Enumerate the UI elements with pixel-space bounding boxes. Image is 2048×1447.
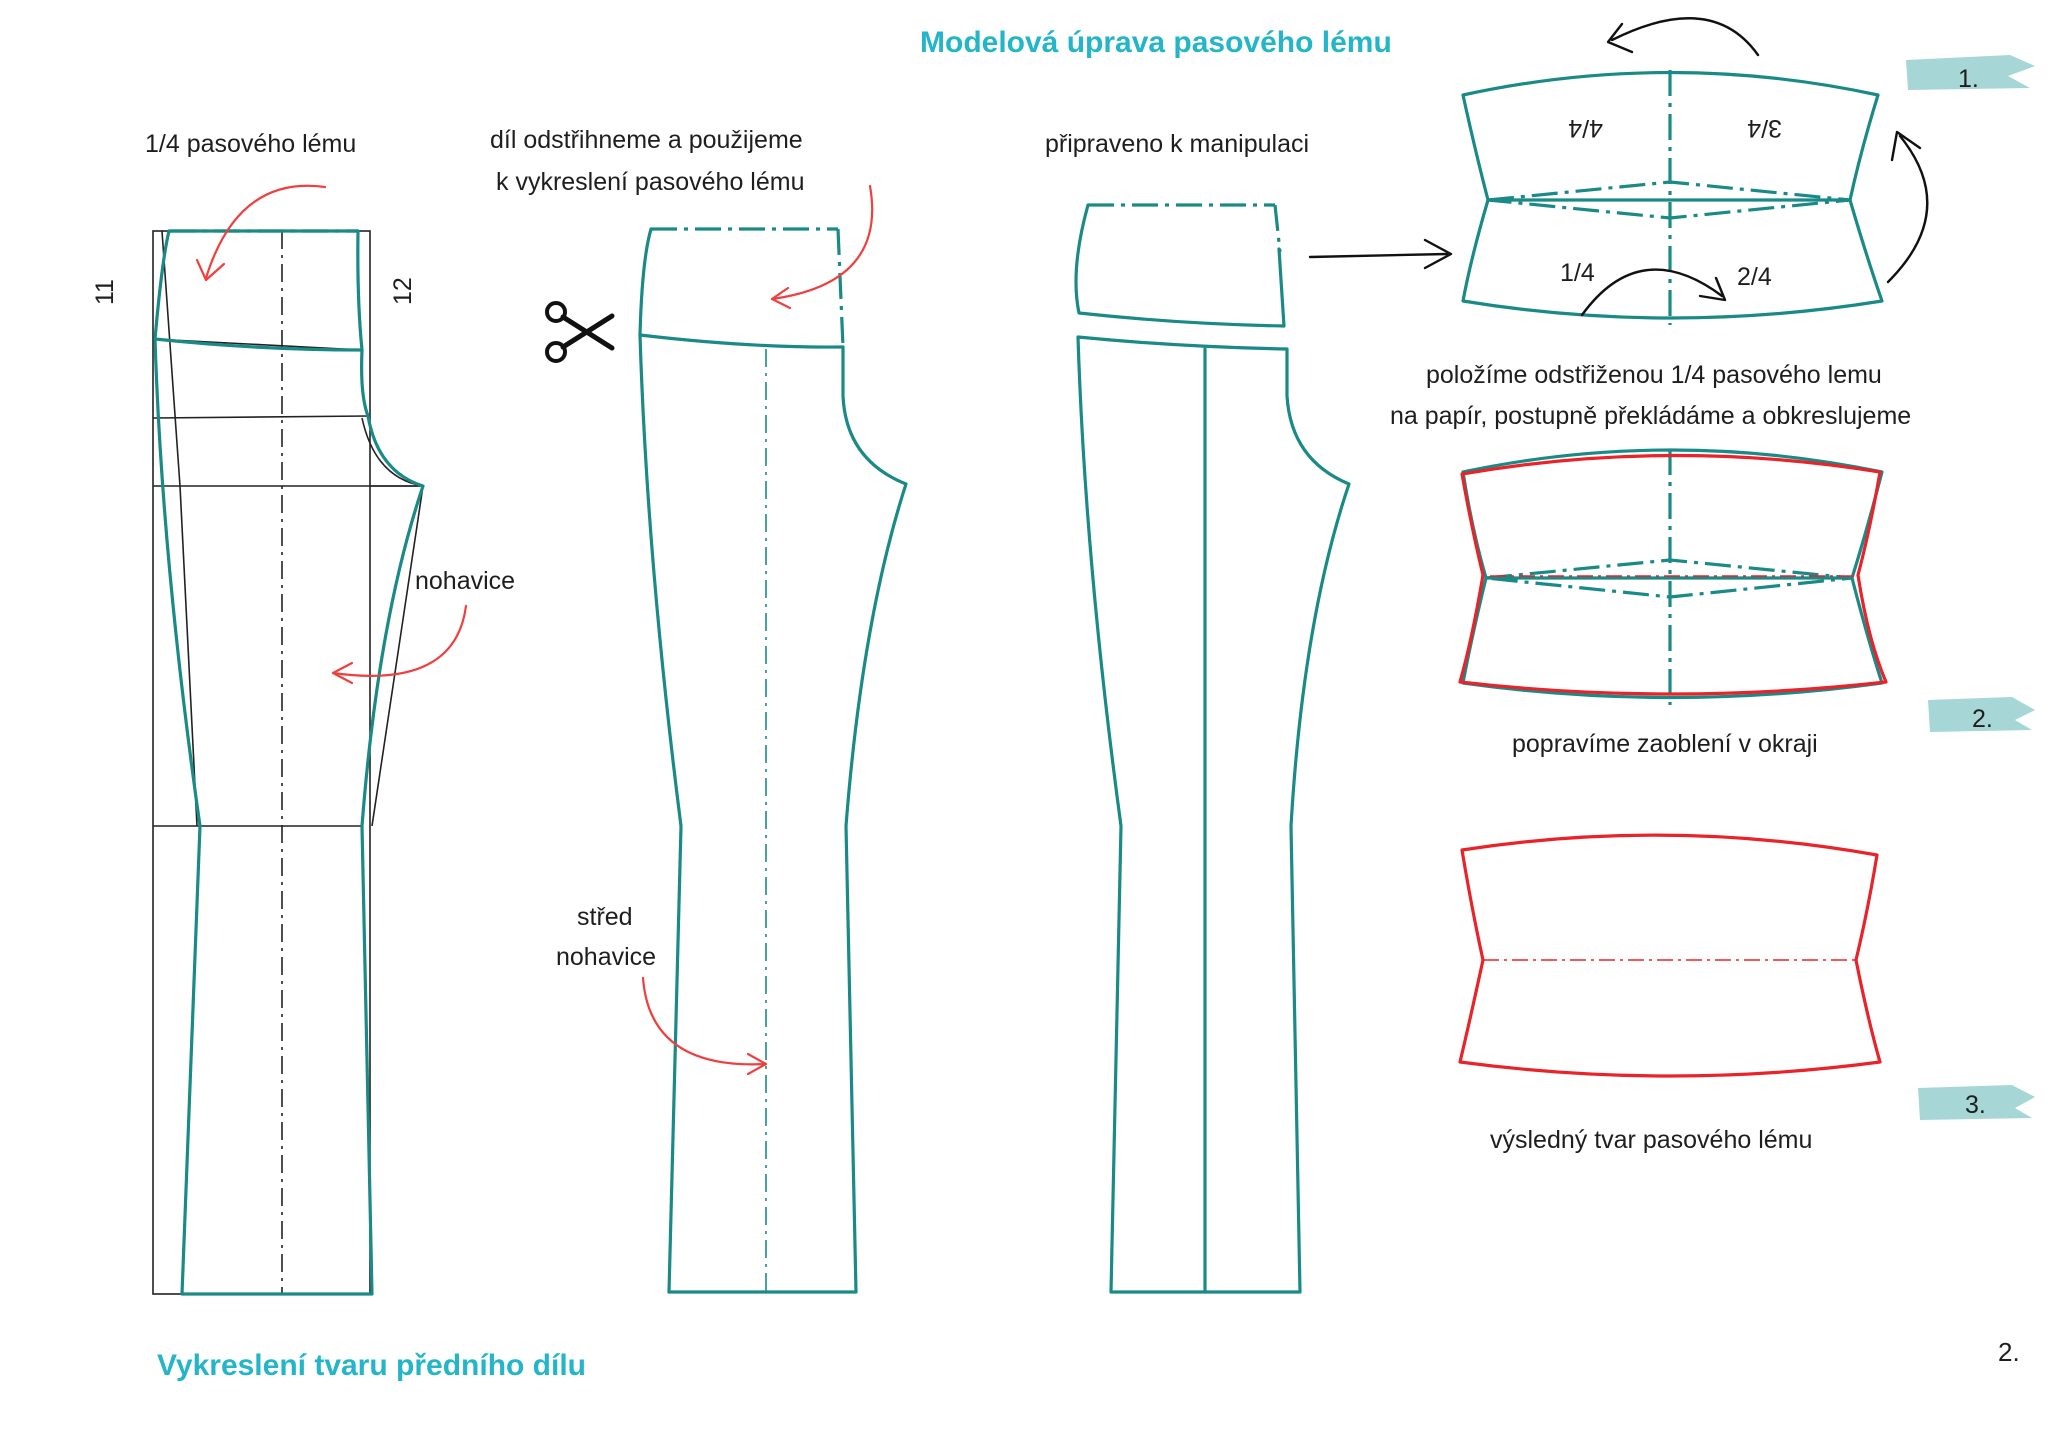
leg-label: nohavice xyxy=(415,567,515,595)
manipulation-arrow xyxy=(1308,252,1449,259)
step1-number: 1. xyxy=(1958,65,1979,93)
front-piece-cut: díl odstřihneme a použijeme k vykreslení… xyxy=(490,126,908,1294)
cut-side-seam xyxy=(638,227,683,1294)
step1-quarter-1: 1/4 xyxy=(1560,259,1595,287)
step1-lower-half xyxy=(1461,198,1884,320)
manipulation-arrowhead xyxy=(1423,238,1453,270)
prepared-waistband-piece xyxy=(1074,203,1286,328)
cut-pointer-arrowhead xyxy=(770,286,792,310)
final-waistband-outline xyxy=(1458,833,1882,1078)
step1-caption-line2: na papír, postupně překládáme a obkreslu… xyxy=(1390,402,1911,430)
step1-badge xyxy=(1906,55,2035,90)
step1-quarter-2: 2/4 xyxy=(1737,263,1772,291)
top-title: Modelová úprava pasového lému xyxy=(920,26,1392,59)
step2-caption: popravíme zaoblení v okraji xyxy=(1512,730,1818,758)
bottom-title: Vykreslení tvaru předního dílu xyxy=(157,1349,586,1382)
draft-waistband-seam xyxy=(153,337,364,352)
step2-corrected-outline xyxy=(1458,453,1888,696)
center-pointer-arrowhead xyxy=(746,1052,768,1076)
prepared-leg-piece xyxy=(1076,335,1351,1294)
measure-left-label: 11 xyxy=(91,279,119,305)
step2-number: 2. xyxy=(1972,705,1993,733)
page-number: 2. xyxy=(1998,1337,2020,1367)
draft-outline xyxy=(153,229,425,1296)
cut-crotch-inseam xyxy=(667,345,908,1294)
step2-badge xyxy=(1928,697,2035,732)
fold-arrow-top-head xyxy=(1606,22,1634,54)
step3-badge xyxy=(1918,1085,2035,1120)
cut-pointer-arrow xyxy=(770,184,874,301)
front-piece-draft: 1/4 pasového lému 11 12 nohavice xyxy=(91,130,515,1296)
step-1-diagram: 1/4 2/4 3/4 4/4 1. položíme odstřiženou … xyxy=(1390,17,2035,430)
scissors-icon xyxy=(545,301,615,363)
fold-arrow-right xyxy=(1886,134,1929,284)
measure-right-label: 12 xyxy=(389,277,417,305)
leg-pointer-arrow xyxy=(331,604,468,677)
step-2-diagram: 2. popravíme zaoblení v okraji xyxy=(1458,448,2035,758)
leg-pointer-arrowhead xyxy=(331,661,354,685)
step3-number: 3. xyxy=(1965,1091,1986,1119)
step2-fold-lines xyxy=(1485,558,1853,599)
waistband-pointer-arrow xyxy=(204,184,327,280)
center-pointer-arrow xyxy=(641,976,768,1066)
step-3-diagram: 3. výsledný tvar pasového lému xyxy=(1458,833,2035,1154)
waistband-pointer-arrowhead xyxy=(195,258,226,282)
hip-line xyxy=(152,415,369,419)
side-guide-line xyxy=(161,230,198,827)
cut-waistband-seam xyxy=(638,333,845,349)
fold-arrow-right-head xyxy=(1890,130,1922,162)
cut-waistband-edge xyxy=(836,228,845,348)
front-piece-prepared: připraveno k manipulaci xyxy=(1045,130,1453,1294)
inseam-guide-line xyxy=(370,485,424,827)
draft-frame xyxy=(152,230,371,1295)
cut-label-line2: k vykreslení pasového lému xyxy=(496,168,804,196)
step1-caption-line1: položíme odstřiženou 1/4 pasového lemu xyxy=(1426,361,1882,389)
prepared-waistband-side xyxy=(1273,204,1282,253)
step1-upper-half xyxy=(1461,70,1880,202)
step1-quarter-4: 4/4 xyxy=(1568,114,1603,142)
step1-quarter-3: 3/4 xyxy=(1747,114,1782,142)
center-label-line1: střed xyxy=(577,903,633,931)
fold-arrow-top xyxy=(1610,17,1760,57)
cut-label-line1: díl odstřihneme a použijeme xyxy=(490,126,803,154)
quarter-waistband-label: 1/4 pasového lému xyxy=(145,130,356,158)
fold-arrow-bottom xyxy=(1580,268,1724,317)
fold-arrow-bottom-head xyxy=(1698,276,1727,302)
step3-caption: výsledný tvar pasového lému xyxy=(1490,1126,1812,1154)
step1-fold-lines xyxy=(1487,180,1851,220)
center-label-line2: nohavice xyxy=(556,943,656,971)
prepared-label: připraveno k manipulaci xyxy=(1045,130,1309,158)
